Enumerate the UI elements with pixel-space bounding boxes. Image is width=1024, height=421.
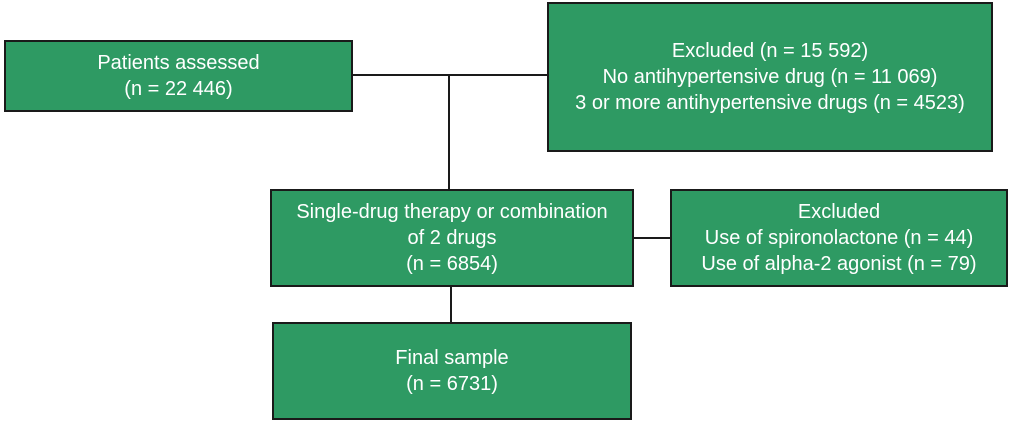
excluded-second-spironolactone: Use of spironolactone (n = 44) [704,227,974,249]
patients-assessed-box: Patients assessed (n = 22 446) [4,40,353,112]
therapy-label-line2: of 2 drugs [407,227,497,249]
patients-assessed-label: Patients assessed [97,52,260,74]
final-sample-count: (n = 6731) [406,373,498,395]
excluded-first-no-drug: No antihypertensive drug (n = 11 069) [602,66,938,88]
excluded-first-three-or-more: 3 or more antihypertensive drugs (n = 45… [575,92,965,114]
therapy-label-line1: Single-drug therapy or combination [296,201,608,223]
therapy-box: Single-drug therapy or combination of 2 … [270,189,634,287]
final-sample-label: Final sample [395,347,509,369]
excluded-first-box: Excluded (n = 15 592) No antihypertensiv… [547,2,993,152]
excluded-second-alpha2: Use of alpha-2 agonist (n = 79) [701,253,977,275]
therapy-count: (n = 6854) [406,253,498,275]
excluded-second-box: Excluded Use of spironolactone (n = 44) … [670,189,1008,287]
final-sample-box: Final sample (n = 6731) [272,322,632,420]
patients-assessed-count: (n = 22 446) [124,78,233,100]
excluded-first-total: Excluded (n = 15 592) [671,40,869,62]
excluded-second-title: Excluded [797,201,881,223]
